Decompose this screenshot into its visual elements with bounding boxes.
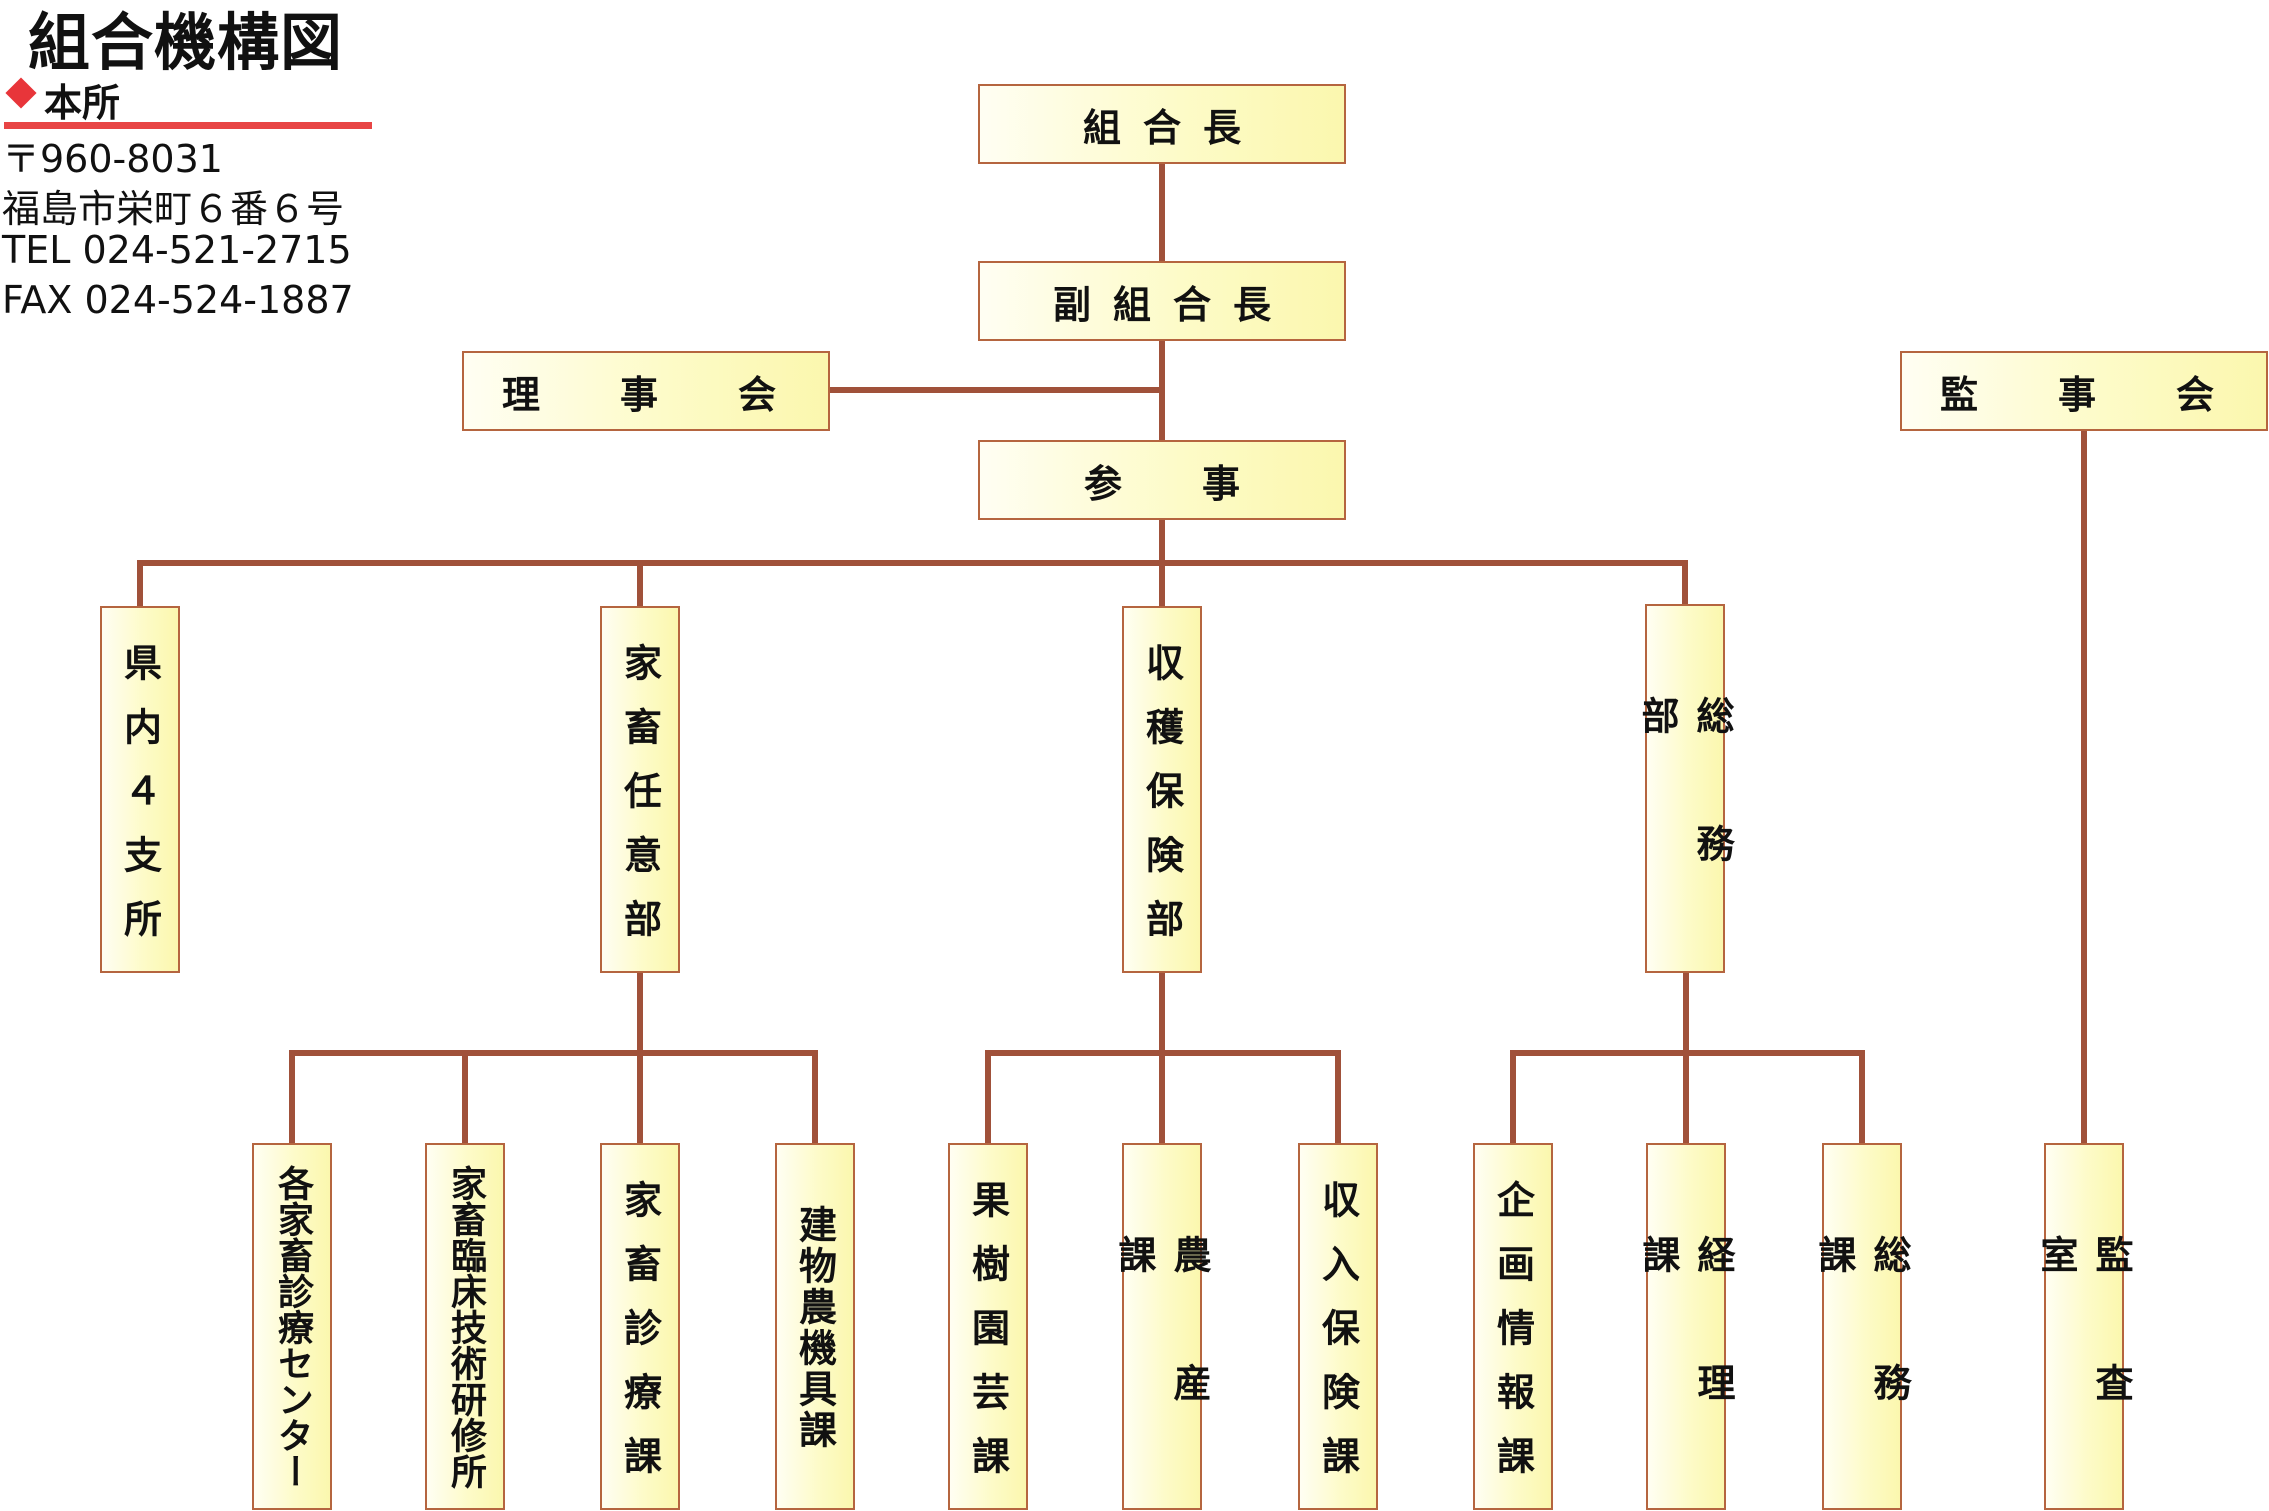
address-tel: TEL 024-521-2715 [2, 228, 352, 272]
office-label: 本所 [44, 81, 121, 125]
auditors-board-box: 監 事 会 [1900, 351, 2268, 431]
section-audit-box: 監査室 [2034, 1143, 2133, 1510]
auditors-board-char-3: 会 [2175, 372, 2214, 417]
section-agriculture-box: 農産課 [1112, 1143, 1211, 1510]
section-planning-box: 企画情報課 [1473, 1143, 1553, 1510]
section-livestock-centers-box: 各家畜診療センター [252, 1143, 332, 1510]
board-char-1: 理 [502, 372, 541, 417]
dept-branches-box: 県内４支所 [100, 606, 180, 973]
chairman-box: 組合長 [978, 84, 1346, 164]
councilor-box: 参事 [978, 440, 1346, 520]
address-fax: FAX 024-524-1887 [2, 278, 354, 322]
address-street: 福島市栄町６番６号 [2, 187, 345, 231]
section-accounting-box: 経理課 [1636, 1143, 1735, 1510]
board-box: 理 事 会 [462, 351, 830, 431]
auditors-board-char-2: 事 [2057, 372, 2096, 417]
board-char-2: 事 [619, 372, 658, 417]
section-livestock-training-box: 家畜臨床技術研修所 [425, 1143, 505, 1510]
section-buildings-box: 建物農機具課 [775, 1143, 855, 1510]
section-livestock-medical-box: 家畜診療課 [600, 1143, 680, 1510]
dept-general-box: 総務部 [1635, 604, 1734, 973]
page-title: 組合機構図 [28, 6, 344, 79]
section-fruit-box: 果樹園芸課 [948, 1143, 1028, 1510]
section-general-affairs-box: 総務課 [1812, 1143, 1911, 1510]
auditors-board-char-1: 監 [1940, 372, 1979, 417]
section-revenue-box: 収入保険課 [1298, 1143, 1378, 1510]
dept-harvest-box: 収穫保険部 [1122, 606, 1202, 973]
dept-livestock-box: 家畜任意部 [600, 606, 680, 973]
vice-chairman-box: 副組合長 [978, 261, 1346, 341]
office-heading: 本所 [4, 70, 372, 129]
address-postal: 〒960-8031 [2, 137, 223, 181]
board-char-3: 会 [737, 372, 776, 417]
